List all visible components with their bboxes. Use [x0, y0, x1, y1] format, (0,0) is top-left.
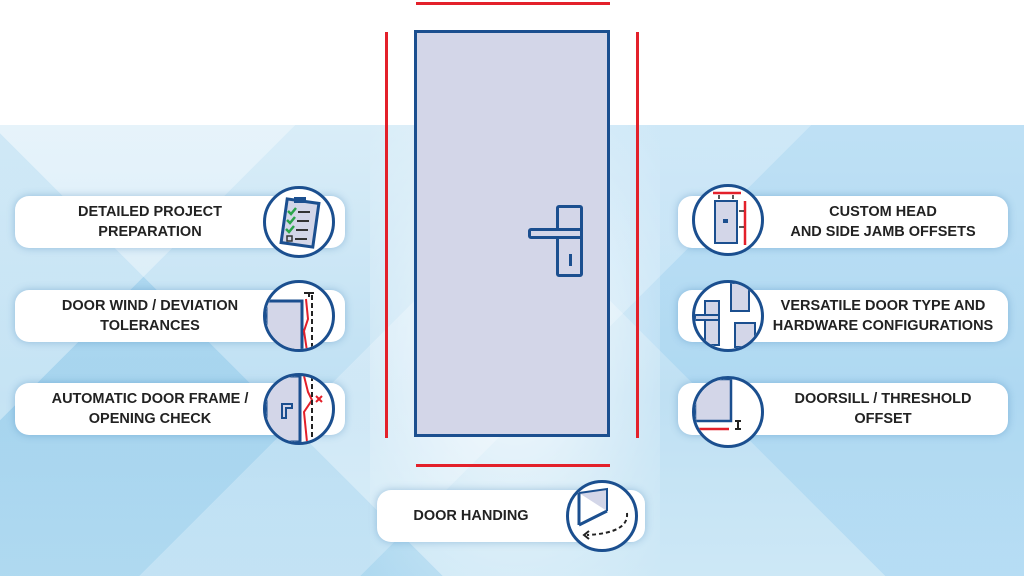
keyhole [569, 254, 572, 266]
clipboard-checklist-icon [263, 186, 335, 258]
sill-offset-line [416, 464, 610, 467]
lever-handle [528, 228, 583, 239]
hardware-icon [692, 280, 764, 352]
handle-plate [556, 205, 583, 277]
door-leaf [414, 30, 610, 437]
right-jamb-offset-line [636, 32, 639, 438]
left-jamb-offset-line [385, 32, 388, 438]
head-offset-line [416, 2, 610, 5]
frame-check-icon [263, 373, 335, 445]
jamb-offset-icon [692, 184, 764, 256]
door-swing-icon [566, 480, 638, 552]
threshold-icon [692, 376, 764, 448]
deviation-tolerance-icon [263, 280, 335, 352]
